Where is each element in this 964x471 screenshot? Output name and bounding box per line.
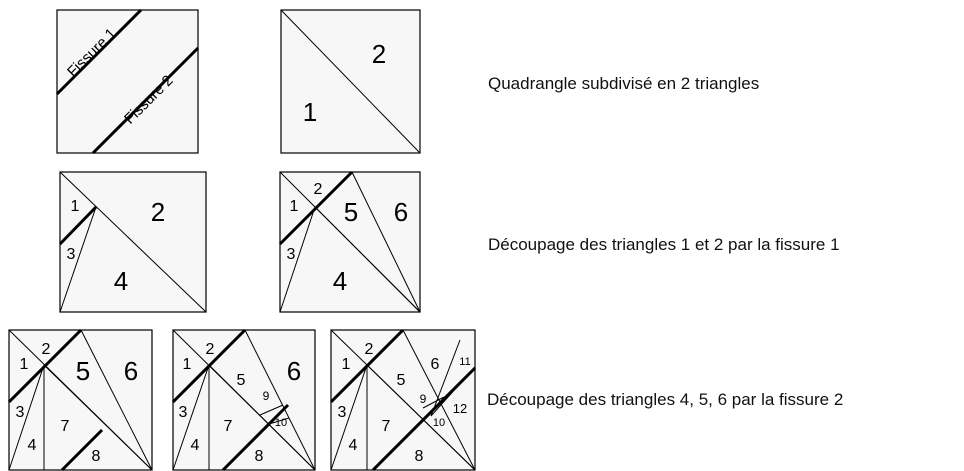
- fissure-1-line: [55, 8, 143, 96]
- triangle-label: 2: [365, 341, 374, 358]
- panel-row3-c: 1 2 3 4 5 6 7 8 9 10 11 12: [329, 328, 477, 471]
- triangle-label: 5: [344, 197, 358, 227]
- panel-two-triangles: 1 2: [280, 9, 421, 154]
- triangle-label: 9: [420, 392, 427, 406]
- fissure-1-segment: [7, 328, 83, 404]
- split-line: [366, 364, 476, 471]
- split-line: [43, 364, 153, 471]
- triangle-label: 3: [179, 404, 188, 421]
- split-line: [8, 364, 45, 471]
- triangle-label: 1: [303, 97, 317, 127]
- triangle-label: 4: [333, 266, 347, 296]
- triangle-label: 6: [431, 356, 440, 373]
- panel-row3-a: 1 2 3 4 5 6 7 8: [7, 328, 153, 471]
- triangle-label: 1: [342, 356, 351, 373]
- triangle-label: 3: [287, 246, 296, 263]
- triangle-label: 6: [287, 356, 301, 386]
- row2-caption: Découpage des triangles 1 et 2 par la fi…: [488, 235, 840, 254]
- triangle-label: 5: [237, 372, 246, 389]
- triangle-label: 2: [372, 39, 386, 69]
- split-line: [422, 396, 445, 409]
- split-line: [430, 339, 461, 417]
- triangle-label: 12: [453, 401, 467, 416]
- triangle-label: 7: [61, 418, 70, 435]
- triangle-label: 9: [263, 389, 270, 403]
- triangle-label: 6: [394, 197, 408, 227]
- triangle-label: 10: [275, 417, 287, 429]
- triangle-label: 1: [71, 198, 80, 215]
- triangle-label: 5: [76, 356, 90, 386]
- fissure-2-segment: [60, 428, 104, 471]
- triangle-label: 4: [191, 437, 200, 454]
- triangle-label: 4: [28, 437, 37, 454]
- triangle-label: 2: [151, 197, 165, 227]
- fissure-2-segment: [371, 366, 477, 471]
- row1-caption: Quadrangle subdivisé en 2 triangles: [488, 74, 760, 93]
- triangle-label: 10: [433, 417, 445, 429]
- diagonal-line: [59, 171, 207, 313]
- split-line: [172, 364, 210, 471]
- fissure-2-line: [91, 46, 200, 155]
- triangle-label: 2: [314, 181, 323, 198]
- triangle-label: 2: [42, 341, 51, 358]
- panel-row3-b: 1 2 3 4 5 6 7 8 9 10: [171, 328, 316, 471]
- triangle-label: 8: [92, 448, 101, 465]
- panel-row2-b: 1 2 3 4 5 6: [278, 170, 421, 313]
- triangle-label: 11: [459, 356, 470, 368]
- quadrangle: [56, 9, 199, 154]
- triangle-label: 8: [415, 448, 424, 465]
- split-line: [351, 171, 421, 313]
- triangle-label: 3: [338, 404, 347, 421]
- triangle-label: 2: [206, 341, 215, 358]
- triangle-label: 1: [290, 198, 299, 215]
- triangle-label: 1: [183, 356, 192, 373]
- row3-caption: Découpage des triangles 4, 5, 6 par la f…: [487, 390, 844, 409]
- split-line: [244, 329, 316, 471]
- diagonal-line: [280, 9, 421, 154]
- triangle-label: 3: [67, 246, 76, 263]
- triangle-label: 8: [255, 448, 264, 465]
- split-line: [259, 404, 284, 416]
- fissure-1-segment: [278, 170, 354, 246]
- panel-fissures: Fissure 1 Fissure 2: [55, 8, 200, 155]
- split-line: [59, 206, 97, 313]
- triangle-label: 1: [20, 356, 29, 373]
- triangle-label: 6: [124, 356, 138, 386]
- fissure-1-segment: [171, 328, 247, 404]
- split-line: [80, 329, 153, 471]
- split-line: [330, 364, 368, 471]
- triangle-label: 4: [349, 437, 358, 454]
- fissure-2-segment: [221, 403, 290, 471]
- panel-row2-a: 1 2 3 4: [58, 171, 207, 313]
- split-line: [279, 206, 316, 313]
- split-line: [314, 206, 421, 313]
- fissure-1-segment: [329, 328, 405, 404]
- triangle-label: 4: [114, 266, 128, 296]
- fissure-1-segment: [58, 205, 98, 246]
- triangle-label: 3: [16, 404, 25, 421]
- triangle-label: 5: [397, 372, 406, 389]
- triangle-label: 7: [382, 418, 391, 435]
- split-line: [208, 364, 316, 471]
- triangle-label: 7: [224, 418, 233, 435]
- split-line: [268, 417, 290, 425]
